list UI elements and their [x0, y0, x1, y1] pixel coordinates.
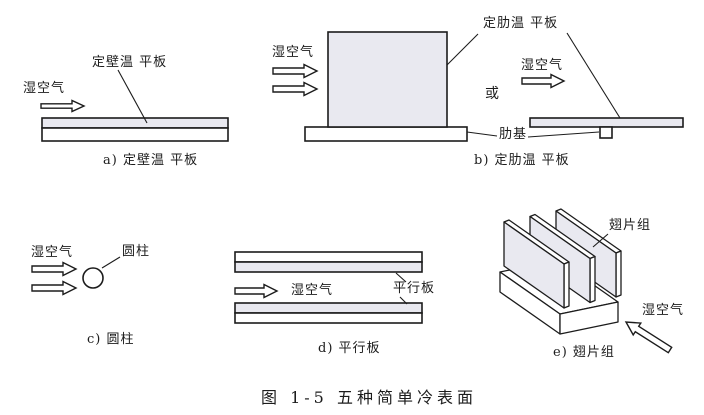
- airflow-arrow-b3: [521, 73, 566, 89]
- leader-line-d-bottom: [399, 296, 408, 305]
- ribbase-leader-right: [527, 131, 600, 138]
- caption-d: d) 平行板: [318, 341, 381, 356]
- wet-air-label-a: 湿空气: [23, 81, 66, 96]
- plate-a-top-layer: [41, 117, 229, 129]
- wet-air-label-b-left: 湿空气: [272, 45, 315, 60]
- lower-plate-white: [234, 312, 423, 324]
- fin-plate-label-b: 定肋温 平板: [483, 16, 559, 31]
- wet-air-label-c: 湿空气: [31, 245, 74, 260]
- block-base-plate: [304, 126, 468, 142]
- ribbase-leader-left: [466, 131, 498, 137]
- airflow-arrow-a: [40, 99, 86, 113]
- panel-a-flat-plate: [40, 69, 229, 142]
- leader-line-a: [117, 69, 148, 124]
- upper-plate-gray: [234, 261, 423, 273]
- rib-base-label-b: 肋基: [499, 127, 528, 142]
- leader-line-b-right: [566, 32, 621, 119]
- fin-group-label-e: 翅片组: [609, 218, 652, 233]
- panel-b-fin-plate: [272, 31, 684, 142]
- upper-plate-white: [234, 251, 423, 263]
- caption-a: a) 定壁温 平板: [103, 153, 199, 168]
- airflow-arrow-e: [624, 321, 673, 354]
- airflow-arrow-c1: [31, 261, 78, 277]
- leader-line-b-left: [446, 33, 479, 66]
- cylinder-label-c: 圆柱: [122, 244, 151, 259]
- panel-d-parallel-plates: [234, 251, 423, 324]
- airflow-arrow-b2: [272, 81, 319, 97]
- plate-a-bottom-layer: [41, 127, 229, 142]
- airflow-arrow-c2: [31, 280, 78, 296]
- fin2-right-edge: [589, 255, 596, 304]
- or-label-b: 或: [485, 86, 500, 102]
- fin3-right-edge: [615, 250, 622, 298]
- fin1-right-edge: [563, 261, 570, 309]
- fin-block: [327, 31, 448, 128]
- caption-c: c) 圆柱: [87, 332, 135, 347]
- cylinder-circle: [82, 267, 104, 289]
- fin1-face: [503, 221, 565, 309]
- rib-base-stub: [599, 126, 613, 139]
- panel-c-cylinder: [31, 256, 121, 296]
- base-front-right-face: [559, 301, 619, 335]
- parallel-plates-label-d: 平行板: [393, 281, 436, 296]
- wet-air-label-b-right: 湿空气: [521, 58, 564, 73]
- wet-air-label-d: 湿空气: [291, 283, 334, 298]
- wet-air-label-e: 湿空气: [642, 303, 685, 318]
- leader-line-e: [592, 233, 609, 248]
- leader-line-c: [101, 256, 121, 269]
- caption-e: e) 翅片组: [553, 345, 615, 360]
- plate-label-a: 定壁温 平板: [92, 55, 168, 70]
- thin-fin-plate: [529, 117, 684, 128]
- airflow-arrow-b1: [272, 63, 319, 79]
- caption-b: b) 定肋温 平板: [474, 153, 570, 168]
- panel-e-fin-group: [499, 208, 673, 354]
- airflow-arrow-d: [234, 283, 279, 299]
- leader-line-d-top: [395, 272, 407, 283]
- lower-plate-gray: [234, 302, 423, 314]
- figure-caption: 图 1-5 五种简单冷表面: [261, 388, 477, 407]
